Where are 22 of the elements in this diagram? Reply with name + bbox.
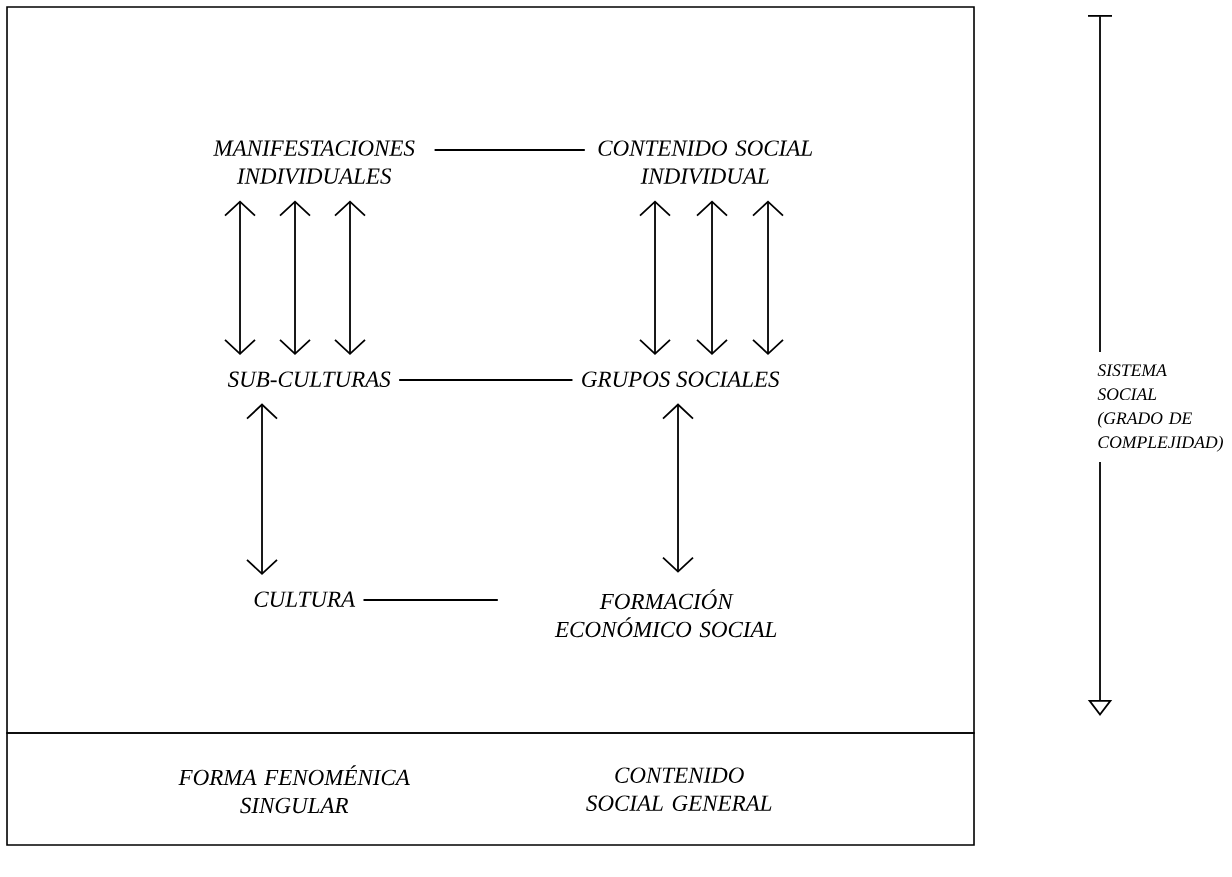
concept-label: CULTURA [254,591,356,607]
double-arrow [696,200,728,356]
concept-label: CONTENIDO SOCIAL INDIVIDUAL [598,140,813,184]
double-arrow [662,403,694,573]
concept-label: SUB-CULTURAS [227,371,391,387]
double-arrow [224,200,256,356]
concept-label: CONTENIDO SOCIAL GENERAL [586,767,772,811]
double-arrow [279,200,311,356]
connector-line [433,149,586,151]
frame-box [6,732,975,846]
double-arrow [639,200,671,356]
scale-label: SISTEMA SOCIAL (GRADO DE COMPLEJIDAD) [1097,364,1223,452]
frame-box [6,6,975,734]
concept-label: GRUPOS SOCIALES [582,371,780,387]
double-arrow [752,200,784,356]
connector-line [398,379,574,381]
double-arrow [246,403,278,576]
connector-line [362,599,499,601]
concept-label: FORMA FENOMÉNICA SINGULAR [178,765,410,814]
concept-label: MANIFESTACIONES INDIVIDUALES [213,140,415,184]
concept-label: FORMACIÓN ECONÓMICO SOCIAL [554,589,777,638]
double-arrow [334,200,366,356]
